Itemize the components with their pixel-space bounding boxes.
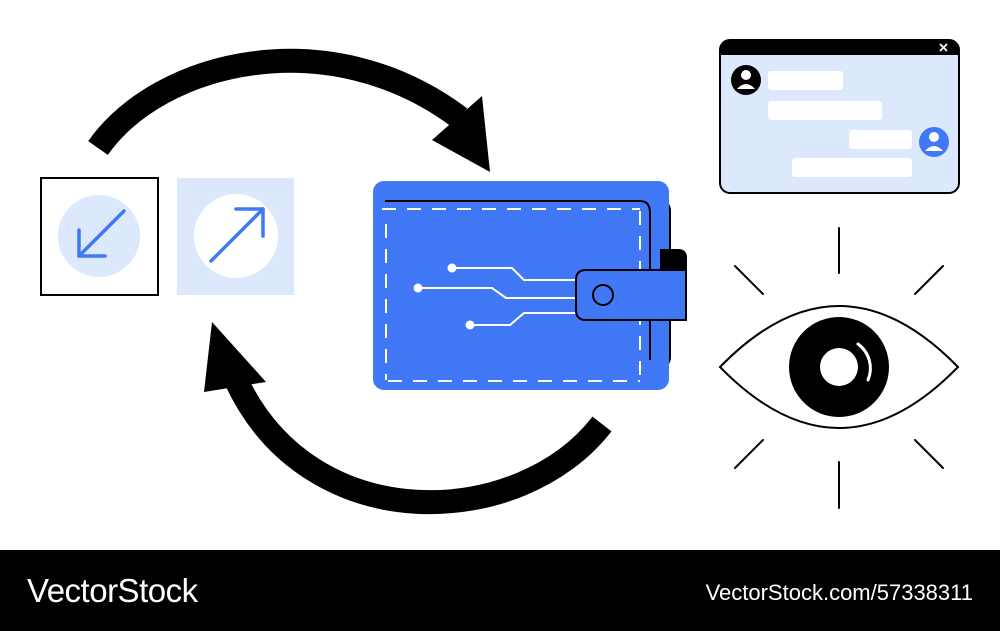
circular-exchange-arrows-icon [88, 48, 612, 515]
digital-wallet-icon [373, 181, 687, 390]
eye-rays [734, 227, 944, 509]
lower-arrow-head [204, 322, 266, 392]
lower-arrow-arc [225, 374, 612, 515]
wallet-body [373, 181, 669, 390]
chat-bubble [849, 130, 912, 149]
footer-bar: VectorStock VectorStock.com/57338311 [0, 550, 1000, 631]
upper-arrow-arc [88, 48, 468, 156]
image-id-label: VectorStock.com/57338311 [705, 580, 973, 605]
chat-bubble [768, 101, 882, 120]
contact-avatar-icon [919, 127, 949, 157]
eye-pupil [820, 348, 858, 386]
watching-eye-icon [718, 227, 960, 509]
wallet-strap [575, 269, 687, 321]
vectorstock-logo: VectorStock [27, 572, 198, 609]
crypto-wallet-illustration [40, 39, 960, 515]
user-avatar-icon [731, 65, 761, 95]
chat-bubble [792, 158, 912, 177]
chat-window-icon [719, 39, 960, 194]
incoming-arrow-icon [40, 177, 159, 296]
wallet-strap-tail [660, 249, 687, 272]
close-icon [939, 43, 948, 52]
outgoing-arrow-icon [177, 178, 294, 295]
eye-highlight [856, 342, 872, 382]
upper-arrow-head [432, 96, 490, 172]
chat-bubble [768, 71, 843, 90]
circuit-lines [418, 267, 576, 326]
chat-window-titlebar [720, 40, 959, 55]
wallet-button [592, 284, 614, 306]
